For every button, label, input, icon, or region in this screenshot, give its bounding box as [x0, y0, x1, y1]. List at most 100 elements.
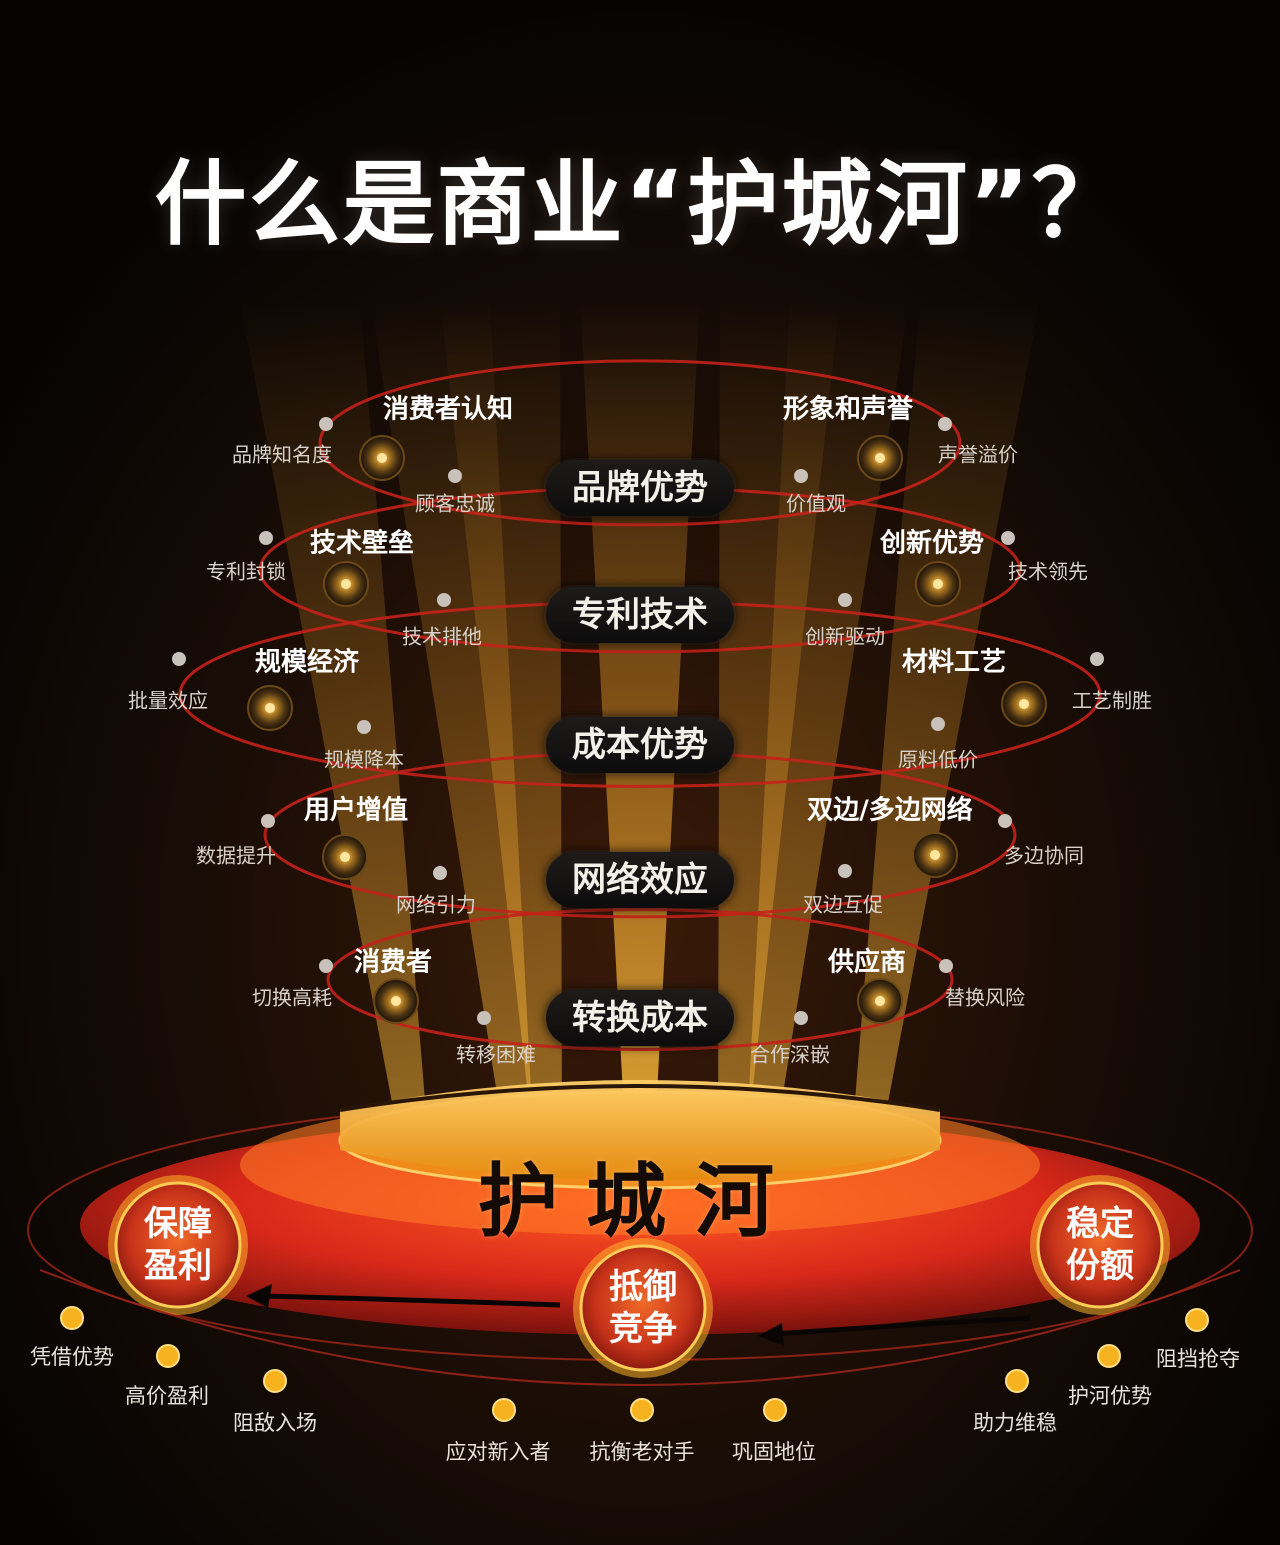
ring-node-core: [875, 453, 885, 463]
subitem-right-outer: 替换风险: [945, 985, 1025, 1010]
bottom-label-item: 抗衡老对手: [589, 1440, 695, 1464]
ring-dot: [261, 814, 275, 828]
ring-dot: [477, 1011, 491, 1025]
subitem-left-outer: 切换高耗: [252, 985, 332, 1010]
subitem-left-inner: 网络引力: [396, 892, 476, 917]
ring-node-core: [933, 579, 943, 589]
ring-dot: [172, 652, 186, 666]
ring-node-core: [341, 579, 351, 589]
category-left: 消费者: [353, 947, 433, 978]
ring-node-core: [377, 453, 387, 463]
badge-protect-profit-text: 保障 盈利: [144, 1204, 212, 1286]
subitem-right-outer: 工艺制胜: [1072, 688, 1152, 713]
light-beam: [851, 300, 1040, 1150]
arrow-left-head: [246, 1284, 272, 1308]
ring-dot: [437, 593, 451, 607]
arrow-right: [774, 1315, 1031, 1337]
ring-node-core: [930, 850, 940, 860]
badge-disc: [114, 1181, 242, 1309]
badge-disc: [579, 1244, 707, 1372]
category-right: 创新优势: [879, 528, 985, 559]
ring-dot: [794, 469, 808, 483]
layer-ring: [318, 359, 962, 527]
bottom-dot: [1185, 1308, 1209, 1332]
light-beam: [240, 300, 429, 1150]
badge-stable-share: 稳定 份额: [1034, 1179, 1166, 1311]
bottom-arc-line: [39, 1269, 1241, 1386]
ring-node-core: [265, 703, 275, 713]
badge-protect-profit: 保障 盈利: [112, 1179, 244, 1311]
layer-pill-1: 品牌优势: [546, 460, 734, 516]
bottom-label-item: 阻敌入场: [233, 1411, 317, 1435]
ring-dot: [838, 864, 852, 878]
bottom-label-item: 高价盈利: [125, 1384, 209, 1408]
ring-dot: [1090, 652, 1104, 666]
ring-dot: [998, 814, 1012, 828]
light-beam: [370, 300, 534, 1150]
category-right: 供应商: [827, 947, 907, 978]
subitem-left-outer: 数据提升: [196, 843, 276, 868]
bottom-arc: [39, 1269, 1241, 1422]
ring-node-core: [875, 996, 885, 1006]
ring-dot: [939, 959, 953, 973]
subitem-left-inner: 技术排他: [402, 624, 482, 649]
bottom-label-item: 阻挡抢夺: [1156, 1347, 1240, 1371]
subitem-left-outer: 品牌知名度: [232, 442, 332, 467]
category-left: 规模经济: [254, 647, 360, 678]
ring-dot: [448, 469, 462, 483]
bottom-dot: [263, 1369, 287, 1393]
bottom-dot: [763, 1398, 787, 1422]
ring-dot: [433, 866, 447, 880]
bottom-dot: [492, 1398, 516, 1422]
moat-platform: [27, 1080, 1253, 1378]
subitem-right-inner: 合作深嵌: [750, 1042, 830, 1067]
ring-dot: [1001, 531, 1015, 545]
category-left: 消费者认知: [382, 394, 514, 425]
light-beam: [746, 300, 910, 1150]
bottom-label-item: 巩固地位: [732, 1440, 816, 1464]
badge-resist-competition: 抵御 竞争: [577, 1242, 709, 1374]
category-left: 技术壁垒: [309, 528, 415, 559]
bottom-label-item: 护河优势: [1068, 1384, 1152, 1408]
arrow-right-head: [758, 1323, 784, 1346]
layer-pill-3: 成本优势: [546, 717, 734, 773]
category-right: 形象和声誉: [782, 394, 914, 425]
subitem-left-inner: 顾客忠诚: [415, 491, 495, 516]
page-title: 什么是商业“护城河”？: [154, 151, 1126, 258]
layer-rings: [172, 359, 1104, 1051]
bottom-label-item: 凭借优势: [30, 1345, 114, 1369]
subitem-right-outer: 多边协同: [1004, 843, 1084, 868]
subitem-right-outer: 技术领先: [1008, 559, 1088, 584]
ring-dot: [938, 417, 952, 431]
ring-dot: [794, 1011, 808, 1025]
wall-top-edge: [339, 1084, 941, 1112]
badge-disc: [1036, 1181, 1164, 1309]
badge-resist-competition-text: 抵御 竞争: [609, 1267, 677, 1349]
subitem-right-inner: 原料低价: [898, 747, 978, 772]
subitem-left-outer: 专利封锁: [206, 559, 286, 584]
moat-title: 护城河: [478, 1155, 802, 1248]
ring-dot: [931, 717, 945, 731]
bottom-dot: [60, 1306, 84, 1330]
ring-node-core: [1019, 699, 1029, 709]
subitem-right-inner: 双边互促: [803, 892, 883, 917]
subitem-right-outer: 声誉溢价: [938, 442, 1018, 467]
layer-pill-4: 网络效应: [546, 852, 734, 908]
arrow-left: [261, 1293, 561, 1308]
bottom-dot: [1005, 1369, 1029, 1393]
subitem-right-inner: 创新驱动: [805, 624, 885, 649]
ring-node-core: [340, 852, 350, 862]
category-right: 双边/多边网络: [807, 795, 973, 826]
layer-pill-2: 专利技术: [546, 587, 734, 643]
subitem-left-inner: 转移困难: [456, 1042, 536, 1067]
ring-dot: [319, 417, 333, 431]
badge-stable-share-text: 稳定 份额: [1066, 1204, 1134, 1286]
subitem-right-inner: 价值观: [786, 491, 846, 516]
bottom-dot: [156, 1344, 180, 1368]
bottom-dot: [630, 1398, 654, 1422]
subitem-left-outer: 批量效应: [128, 688, 208, 713]
ring-dot: [319, 959, 333, 973]
category-left: 用户增值: [303, 795, 409, 826]
